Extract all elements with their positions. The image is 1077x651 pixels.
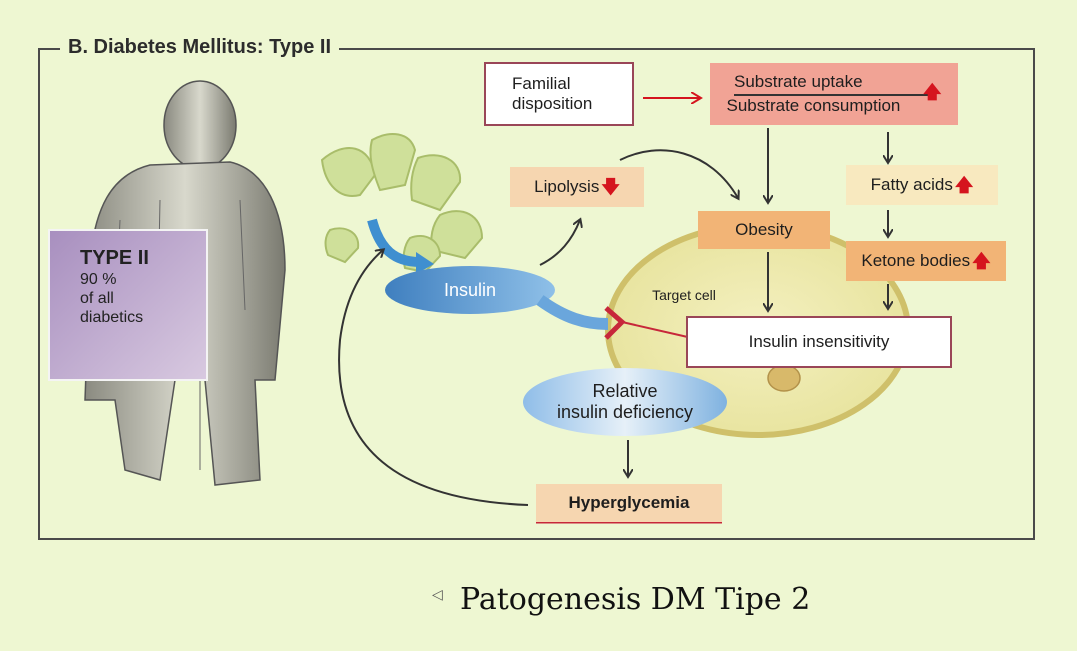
substrate-uptake-label: Substrate uptake — [734, 72, 934, 96]
insulin-insensitivity-label: Insulin insensitivity — [748, 332, 890, 352]
diagram-frame — [38, 48, 1035, 540]
insulin-ellipse — [385, 266, 555, 314]
ketone-bodies-box: Ketone bodies 🡅 — [846, 241, 1006, 281]
diagram-title: B. Diabetes Mellitus: Type II — [60, 36, 340, 59]
hyperglycemia-box: Hyperglycemia — [536, 484, 722, 522]
obesity-box: Obesity — [698, 211, 830, 249]
increase-arrow-icon: 🡅 — [972, 250, 991, 271]
figure-caption: Patogenesis DM Tipe 2 — [460, 582, 811, 617]
relative-deficiency-box: Relative insulin deficiency — [530, 372, 720, 432]
increase-arrow-icon: 🡅 — [954, 174, 974, 195]
type-ii-card: TYPE II 90 % of all diabetics — [48, 229, 208, 381]
obesity-label: Obesity — [735, 220, 793, 240]
familial-disposition-box: Familial disposition — [484, 62, 634, 126]
decrease-arrow-icon: 🡇 — [601, 176, 620, 197]
type-card-diabetics: diabetics — [80, 309, 144, 327]
image-placeholder-icon: ◁ — [432, 586, 443, 602]
target-cell-label-box: Target cell — [634, 284, 734, 306]
insulin-label: Insulin — [443, 279, 497, 300]
substrate-ratio-box: Substrate uptake Substrate consumption — [710, 63, 958, 125]
familial-line2: disposition — [512, 94, 593, 113]
target-cell-label: Target cell — [652, 286, 716, 303]
type-card-of-all: of all — [80, 290, 114, 308]
hyperglycemia-label: Hyperglycemia — [568, 493, 690, 513]
relative-deficiency-ellipse — [523, 368, 727, 436]
substrate-consumption-label: Substrate consumption — [726, 96, 901, 115]
fatty-acids-label: Fatty acids — [870, 175, 953, 195]
familial-line1: Familial — [512, 74, 571, 94]
insulin-insensitivity-box: Insulin insensitivity — [686, 316, 952, 368]
relative-line2: insulin deficiency — [556, 402, 694, 422]
lipolysis-box: Lipolysis 🡇 — [510, 167, 644, 207]
fatty-acids-box: Fatty acids 🡅 — [846, 165, 998, 205]
ketone-bodies-label: Ketone bodies — [861, 251, 971, 271]
nucleus-shape — [767, 364, 801, 392]
type-card-heading: TYPE II — [80, 247, 149, 269]
increase-arrow-icon: 🡅 — [923, 82, 942, 102]
pancreas-cells — [320, 133, 484, 274]
insulin-label-box: Insulin — [400, 274, 540, 306]
lipolysis-label: Lipolysis — [534, 177, 600, 197]
relative-line1: Relative — [592, 381, 658, 402]
type-card-percent: 90 % — [80, 271, 117, 288]
